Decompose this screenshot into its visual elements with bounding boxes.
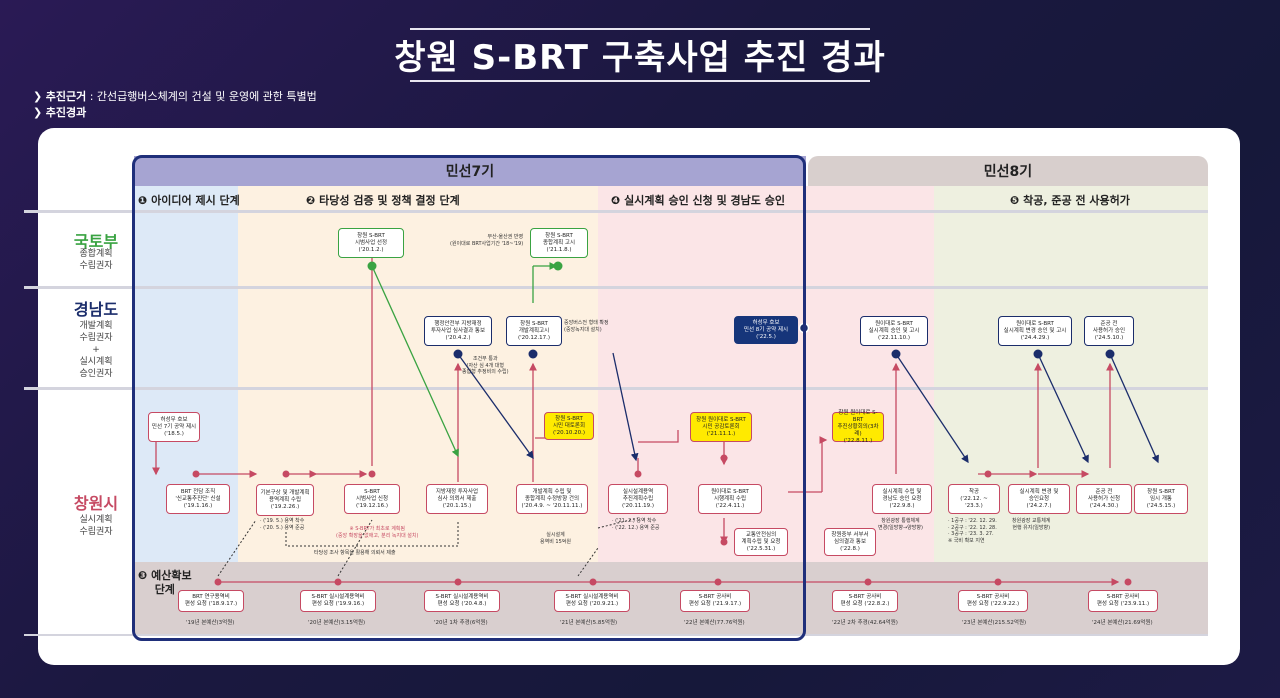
phase5-label: ❺ 착공, 준공 전 사용허가 [1010,194,1130,207]
title-divider [410,28,870,30]
box-dev-plan-notice: 창원 S-BRT 개발계획고시 ('20.12.17.) [506,316,562,346]
box-pledge-7: 허성무 호보 민선 7기 공약 제시 ('18.5.) [148,412,200,442]
diagram-panel: 민선7기 민선8기 ❶ 아이디어 제시 단계 ❷ 타당성 검증 및 정책 결정 … [24,128,1240,665]
box-construction-start: 착공 ('22.12. ~ '23.3.) [948,484,1000,514]
box-master-plan: 창원 S-BRT 종합계획 고시 ('21.1.8.) [530,228,588,258]
budget-note: '23년 본예산(215.52억원) [962,620,1027,626]
box-pledge-8: 허성무 호보 민선 8기 공약 제시 ('22.5.) [734,316,798,344]
note-design-fund: 실시설계 용역비 15억원 [540,532,571,545]
budget-note: '24년 본예산(21.69억원) [1092,620,1153,626]
box-opening: 창원 S-BRT 임시 개통 ('24.5.15.) [1134,484,1188,514]
note-square-change: 창원광장 통행체계 변경(일방향→양방향) [878,518,923,531]
phase4-label: ❹ 실시계획 승인 신청 및 경남도 승인 [611,194,785,207]
box-pilot-apply: S-BRT 시범사업 신청 ('19.12.16.) [344,484,400,514]
row-molit-sub: 종합계획 수립권자 [79,249,113,271]
term-8-header: 민선8기 [808,156,1208,186]
row-divider [24,634,1208,636]
basis-label: 추진근거 [45,90,87,103]
note-study-period-2: · ('21. 2.) 용역 착수 · ('22. 12.) 용역 준공 [612,518,660,531]
note-phases: · 1공구 : '22. 12. 29. · 2공구 : '22. 12. 28… [948,518,997,544]
progress-label: 추진경과 [45,106,87,119]
note-feasibility: 타당성 조사 항목을 활용해 의뢰서 제출 [314,550,396,556]
budget-box: S-BRT 실시설계용역비 편성 요청 ('19.9.16.) [300,590,376,612]
budget-box: S-BRT 공사비 편성 요청 ('23.9.11.) [1088,590,1158,612]
flow-arrows [152,241,1159,586]
budget-box: S-BRT 실시설계용역비 편성 요청 ('20.4.8.) [424,590,500,612]
budget-note: '22년 2차 추경(42.64억원) [832,620,898,626]
row-divider [24,286,1208,289]
row-gyeongnam-label: 경남도 [73,300,119,319]
budget-box: S-BRT 공사비 편성 요청 ('22.8.2.) [832,590,898,612]
budget-note: '20년 본예산(3.15억원) [308,620,366,626]
box-mois-result: 행정안전부 지방재정 투자사업 심사결과 통보 ('20.4.2.) [424,316,492,346]
note-busan-ulsan: 부산-울산권 반영 (원이대로 BRT사업기간 '18~'19) [450,234,524,247]
row-divider [24,387,1208,390]
row-changwon-sub: 실시계획 수립권자 [79,515,113,537]
term-7-header: 민선7기 [134,156,806,186]
box-progress-meeting: 창원 원이대로 S-BRT 추진상황회의(3차례) ('22.8.11.) [832,410,884,444]
row-gyeongnam-sub: 개발계획 수립권자 + 실시계획 승인권자 [79,321,113,379]
box-forum-2: 창원 원이대로 S-BRT 시민 공감토론회 ('21.11.1.) [690,412,752,442]
phase1-label: ❶ 아이디어 제시 단계 [138,194,240,207]
note-median-bus: 중앙버스전 형태 확정 (중앙녹지대 설치) [564,320,609,333]
chevron-right-icon: ❯ [33,106,46,119]
box-invest-review: 지방재정 투자사업 심사 의뢰서 제출 ('20.1.15.) [426,484,488,514]
box-forum-1: 창원 S-BRT 시민 대토론회 ('20.10.20.) [544,412,594,440]
budget-box: S-BRT 공사비 편성 요청 ('22.9.22.) [958,590,1028,612]
note-sbrt-first: ※ S-BRT가 최초로 계획됨 (중앙 확장을 없애고, 분리 녹지대 설치) [336,526,419,539]
page-title: 창원 S-BRT 구축사업 추진 경과 [394,38,886,78]
phase2-label: ❷ 타당성 검증 및 정책 결정 단계 [306,194,460,207]
box-exec-submit: 실시계획 수립 및 경남도 승인 요청 ('22.9.8.) [872,484,932,514]
budget-note: '21년 본예산(5.85억원) [560,620,618,626]
note-square-keep: 창원광장 교통체계 현행 유지(일방향) [1012,518,1051,531]
budget-note: '19년 본예산(3억원) [186,620,235,626]
box-basic-plan: 기본구상 및 개발계획 용역계획 수립 ('19.2.26.) [256,484,314,516]
box-traffic-safety: 교통안전심의 계획수립 및 요청 ('22.5.31.) [734,528,788,556]
basis-text: : 간선급행버스체계의 건설 및 운영에 관한 특별법 [86,90,317,103]
budget-box: BRT 연구용역비 편성 요청 ('18.9.17.) [178,590,244,612]
box-change-approval: 원이대로 S-BRT 실시계획 변경 승인 및 고시 ('24.4.29.) [998,316,1072,346]
budget-note: '22년 본예산(77.76억원) [684,620,745,626]
row-molit-label: 국토부 [73,232,119,251]
budget-box: S-BRT 실시설계용역비 편성 요청 ('20.9.21.) [554,590,630,612]
title-divider [410,80,870,82]
note-study-period-1: · ('19. 5.) 용역 착수 · ('20. 5.) 용역 준공 [260,518,305,531]
budget-box: S-BRT 공사비 편성 요청 ('21.9.17.) [680,590,750,612]
budget-note: '20년 1차 추경(6억원) [434,620,488,626]
chevron-right-icon: ❯ [33,90,46,103]
row-changwon-label: 창원시 [73,494,119,513]
phase3-label: ❸ 예산확보 단계 [138,569,192,596]
row-divider [24,210,1208,213]
box-plan-change: 실시계획 변경 및 승인요청 ('24.2.7.) [1008,484,1070,514]
box-brt-org: BRT 전담 조직 '신교통추진단' 신설 ('19.1.16.) [166,484,230,514]
box-dev-plan-proposal: 개발계획 수립 및 종합계획 수정방향 건의 ('20.4.9. ~ '20.1… [516,484,588,514]
progress-line: ❯ 추진경과 [33,104,86,120]
note-conditional: 조건부 통과 (자산 심 4개 대형 종합형 추정비의 수립) [462,356,509,375]
box-use-apply: 준공 전 사용허가 신청 ('24.4.30.) [1076,484,1132,514]
box-exec-plan: 원이대로 S-BRT 시행계획 수립 ('22.4.11.) [698,484,762,514]
box-use-approval: 준공 전 사용허가 승인 ('24.5.10.) [1084,316,1134,346]
box-police-review: 창원중부 서부서 심의결과 통보 ('22.8.) [824,528,876,556]
term-7-frame [132,155,806,641]
box-exec-approval: 원이대로 S-BRT 실시계획 승인 및 고시 ('22.11.10.) [860,316,928,346]
basis-line: ❯ 추진근거 : 간선급행버스체계의 건설 및 운영에 관한 특별법 [33,88,317,104]
box-design-plan: 실시설계용역 추진계획수립 ('20.11.19.) [608,484,668,514]
box-pilot-select: 창원 S-BRT 시범사업 선정 ('20.1.2.) [338,228,404,258]
